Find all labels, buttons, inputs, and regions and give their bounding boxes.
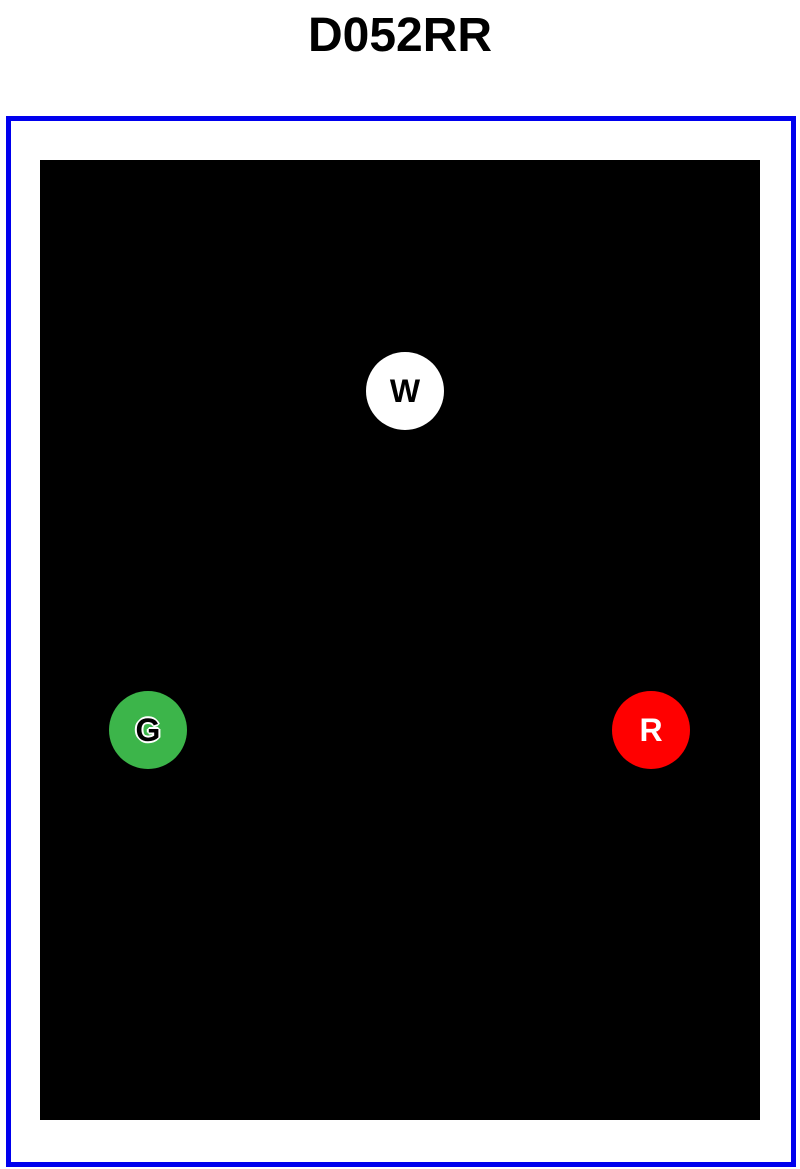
black-field [40,160,760,1120]
page-title: D052RR [307,9,493,62]
marker-red: R [612,691,690,769]
marker-green: G [109,691,187,769]
marker-white: W [366,352,444,430]
